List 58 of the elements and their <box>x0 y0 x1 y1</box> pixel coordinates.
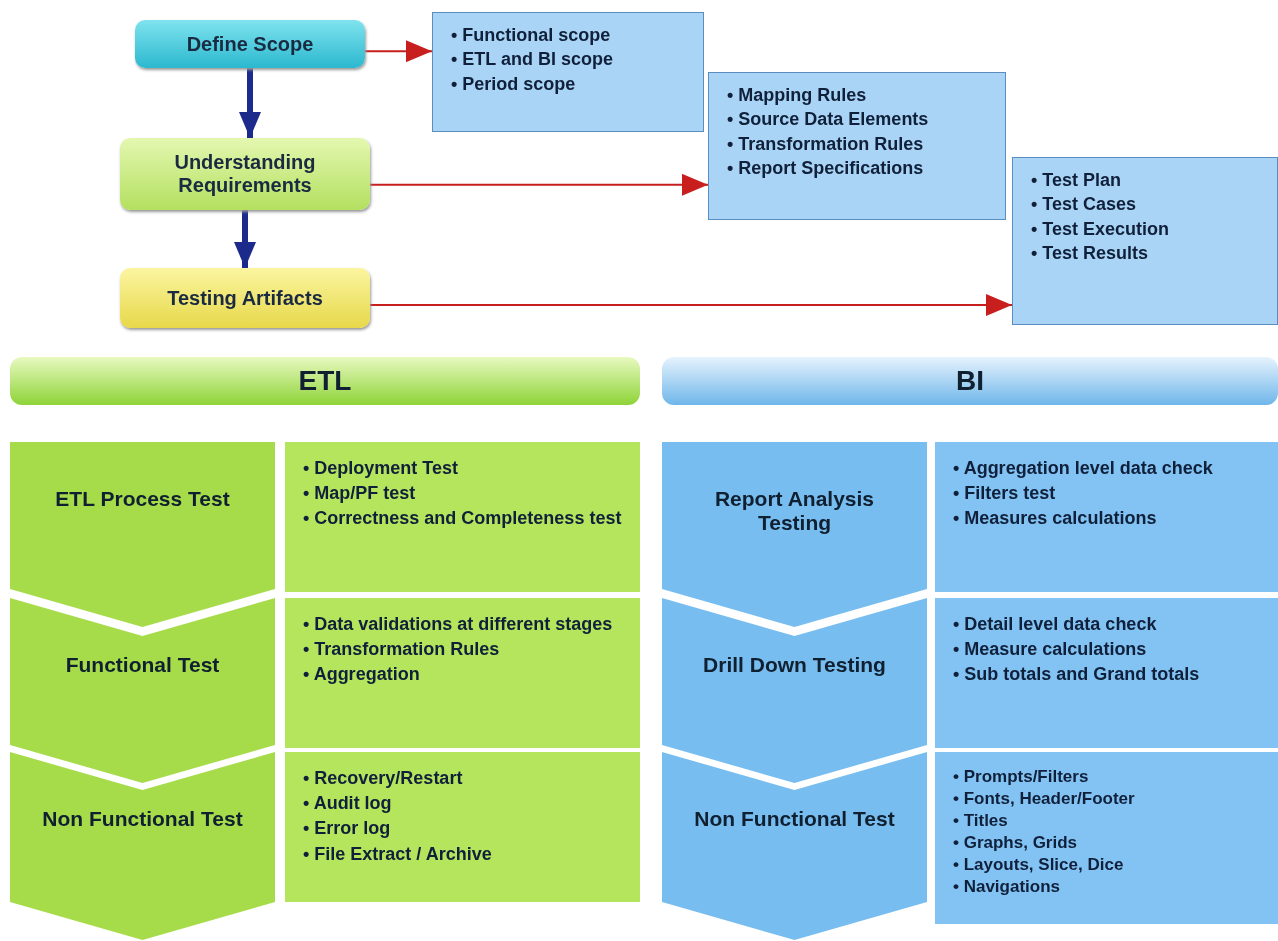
bullet-item: • Mapping Rules <box>727 84 868 107</box>
bullet-item: • Recovery/Restart <box>303 767 464 790</box>
bullet-item: • Data validations at different stages <box>303 613 614 636</box>
bullet-item: • Sub totals and Grand totals <box>953 663 1201 687</box>
list-panel <box>285 442 640 592</box>
bullet-item: • Source Data Elements <box>727 108 930 132</box>
bullet-item: • Test Cases <box>1031 193 1138 217</box>
bullet-item: • Graphs, Grids <box>953 832 1079 855</box>
bullet-item: • File Extract / Archive <box>303 842 493 866</box>
bullet-item: • Measure calculations <box>953 638 1148 662</box>
bullet-item: • Filters test <box>953 482 1057 506</box>
bullet-item: • Prompts/Filters <box>953 766 1090 788</box>
arrow <box>369 294 1013 317</box>
bullet-item: • Test Execution <box>1031 217 1170 241</box>
list-box <box>1012 157 1278 325</box>
process-box: Testing Artifacts <box>120 268 370 328</box>
bullet-item: • Aggregation level data check <box>953 457 1214 480</box>
header-band: ETL <box>10 357 640 405</box>
chevron-shape: Drill Down Testing <box>662 598 927 783</box>
process-box: Understanding Requirements <box>120 138 370 210</box>
list-box <box>432 12 704 132</box>
process-box: Define Scope <box>135 20 365 68</box>
list-panel <box>935 442 1278 592</box>
bullet-item: • ETL and BI scope <box>451 48 614 72</box>
list-panel <box>935 752 1278 924</box>
bullet-item: • Period scope <box>451 72 577 96</box>
list-panel <box>285 598 640 748</box>
list-box <box>708 72 1006 220</box>
bullet-item: • Transformation Rules <box>727 132 925 156</box>
bullet-item: • Detail level data check <box>953 613 1158 636</box>
bullet-item: • Error log <box>303 817 392 841</box>
bullet-item: • Layouts, Slice, Dice <box>953 854 1125 877</box>
bullet-item: • Report Specifications <box>727 156 925 180</box>
bullet-item: • Map/PF test <box>303 482 417 506</box>
chevron-shape: Non Functional Test <box>10 752 275 940</box>
bullet-item: • Test Results <box>1031 241 1149 265</box>
bullet-item: • Navigations <box>953 876 1062 899</box>
list-panel <box>935 598 1278 748</box>
bullet-item: • Audit log <box>303 792 393 816</box>
chevron-shape: ETL Process Test <box>10 442 275 627</box>
bullet-item: • Titles <box>953 810 1009 833</box>
bullet-item: • Deployment Test <box>303 457 459 480</box>
bullet-item: • Test Plan <box>1031 169 1122 192</box>
bullet-item: • Measures calculations <box>953 507 1158 531</box>
chevron-shape: Functional Test <box>10 598 275 783</box>
bullet-item: • Functional scope <box>451 24 612 47</box>
chevron-shape: Report Analysis Testing <box>662 442 927 627</box>
bullet-item: • Fonts, Header/Footer <box>953 788 1136 811</box>
arrow <box>364 40 433 63</box>
arrow <box>239 68 261 138</box>
list-panel <box>285 752 640 902</box>
header-band: BI <box>662 357 1278 405</box>
bullet-item: • Aggregation <box>303 663 421 687</box>
arrow <box>234 210 256 268</box>
arrow <box>369 173 709 196</box>
bullet-item: • Transformation Rules <box>303 638 501 662</box>
bullet-item: • Correctness and Completeness test <box>303 507 623 531</box>
chevron-shape: Non Functional Test <box>662 752 927 940</box>
